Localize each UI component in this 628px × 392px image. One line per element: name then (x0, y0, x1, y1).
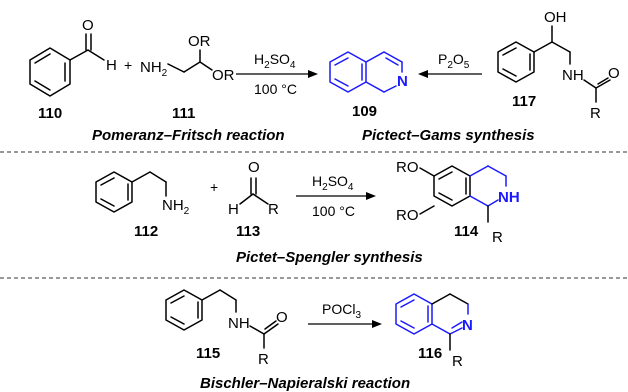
reagent-H2SO4-2: H2SO4 (312, 173, 354, 193)
label-115: 115 (196, 345, 220, 362)
arrow-reverse-1: P2O5 (418, 51, 482, 78)
label-109: 109 (352, 103, 377, 120)
atom-O-117: O (608, 65, 620, 82)
atom-H: H (106, 57, 117, 74)
atom-R: R (258, 351, 269, 368)
label-116: 116 (418, 345, 442, 362)
benzene-ring (29, 47, 71, 97)
plus-sign: + (124, 57, 132, 73)
arrow-forward-2: H2SO4 100 °C (296, 173, 376, 219)
label-110: 110 (38, 105, 62, 122)
reaction-name-bischler-napieralski: Bischler–Napieralski reaction (200, 375, 410, 392)
reaction-name-pictect-gams: Pictect–Gams synthesis (362, 127, 535, 144)
atom-N: N (462, 317, 473, 334)
atom-R: R (268, 201, 279, 218)
atom-OR-bottom: OR (212, 67, 235, 84)
molecule-amide-115: NH O R (165, 289, 288, 368)
molecule-dhiq-116: N R (395, 293, 473, 370)
atom-RO-top: RO (396, 159, 419, 176)
section-pomeranz-fritsch: O H 110 + NH2 OR OR 111 H2SO4 100 °C (29, 9, 620, 144)
atom-NH: NH (498, 189, 520, 206)
arrow-forward-1: H2SO4 100 °C (236, 51, 318, 97)
atom-NH2: NH2 (140, 59, 168, 79)
atom-R-117: R (590, 105, 601, 122)
reagent-P2O5: P2O5 (438, 51, 470, 71)
molecule-isoquinoline-109: N (329, 51, 408, 93)
atom-H: H (228, 201, 239, 218)
atom-RO-bottom: RO (396, 207, 419, 224)
molecule-thiq-114: RO RO NH R (396, 159, 520, 246)
molecule-phenethylamine-112: NH2 (95, 171, 190, 217)
label-112: 112 (134, 223, 158, 240)
atom-N: N (397, 73, 408, 90)
condition-temp-2: 100 °C (312, 203, 355, 219)
arrow-forward-3: POCl3 (308, 301, 382, 328)
atom-NH: NH (228, 315, 250, 332)
section-pictet-spengler: NH2 112 + O H R 113 H2SO4 100 °C RO RO (95, 159, 520, 266)
atom-R-116: R (452, 353, 463, 370)
reagent-H2SO4: H2SO4 (254, 51, 296, 71)
atom-O: O (248, 159, 260, 176)
molecule-aminoacetal-111: NH2 OR OR (140, 33, 235, 84)
atom-NH: NH (562, 67, 584, 84)
atom-O: O (82, 17, 94, 34)
label-111: 111 (172, 105, 195, 122)
reaction-name-pomeranz-fritsch: Pomeranz–Fritsch reaction (92, 127, 285, 144)
atom-O: O (276, 309, 288, 326)
plus-sign-2: + (210, 179, 218, 195)
label-114: 114 (454, 223, 479, 240)
condition-temp: 100 °C (254, 81, 297, 97)
reaction-name-pictet-spengler: Pictet–Spengler synthesis (236, 249, 423, 266)
label-117: 117 (512, 93, 536, 110)
molecule-117: OH NH O R (497, 9, 620, 122)
molecule-benzaldehyde-110: O H (29, 17, 117, 97)
atom-NH2: NH2 (162, 197, 190, 217)
reagent-POCl3: POCl3 (322, 301, 361, 321)
section-bischler-napieralski: NH O R 115 POCl3 N (165, 289, 473, 392)
label-113: 113 (236, 223, 260, 240)
atom-OR-top: OR (188, 33, 211, 50)
molecule-aldehyde-113: O H R (228, 159, 279, 218)
atom-R-114: R (492, 229, 503, 246)
atom-OH: OH (544, 9, 567, 26)
